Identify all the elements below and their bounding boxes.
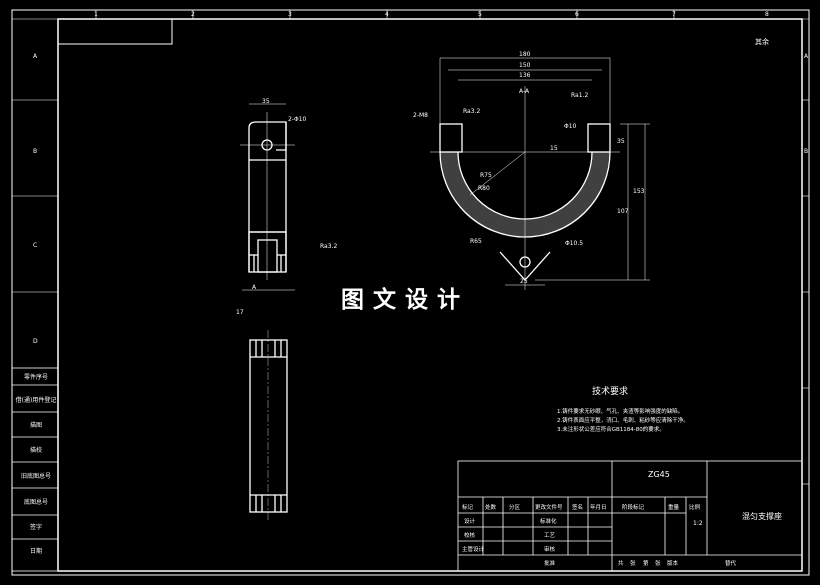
dim-label: 35: [617, 138, 625, 145]
tb-row-label: 校核: [464, 533, 476, 539]
title-block-grid: [457, 460, 803, 572]
grid-letter: B: [804, 148, 809, 155]
tb-header: 年月日: [590, 505, 607, 511]
grid-letter: A: [804, 53, 809, 60]
tb-footer: 替代: [725, 561, 737, 567]
tb-row-right: 工艺: [544, 533, 556, 539]
side-column-label: 底图总号: [23, 499, 48, 506]
dim-label: 150: [519, 62, 531, 69]
tb-header: 标记: [462, 505, 474, 511]
tb-header: 签名: [572, 505, 584, 511]
material-label: ZG45: [648, 470, 670, 479]
grid-number: 2: [191, 11, 195, 18]
dim-label: 107: [617, 208, 629, 215]
side-view-top: [248, 121, 287, 273]
tech-requirement-item: 1.铸件要求无砂眼、气孔、夹渣等影响强度的缺陷。: [557, 409, 684, 415]
tb-row-right: 标准化: [540, 519, 557, 525]
dim-label: 17: [236, 309, 244, 316]
tb-header: 更改文件号: [535, 505, 563, 511]
tb-row-label: 设计: [464, 519, 476, 525]
grid-number: 3: [288, 11, 292, 18]
drawing-name: 混匀支撑座: [742, 512, 782, 521]
roughness-note: 其余: [755, 38, 769, 46]
section-marker: A: [252, 284, 257, 291]
dim-label: R65: [470, 238, 482, 245]
tech-requirements-heading: 技术要求: [592, 387, 629, 397]
dim-label: 2-M8: [413, 112, 428, 119]
side-column-label: 签字: [29, 524, 42, 531]
dim-label: 153: [633, 188, 645, 195]
dim-label: 136: [519, 72, 531, 79]
side-column-label: 日期: [29, 548, 42, 555]
dim-label: 15: [550, 145, 558, 152]
dim-label: R80: [478, 185, 490, 192]
front-view: [430, 57, 650, 290]
tb-header: 分区: [509, 505, 521, 511]
roughness-label: Ra3.2: [320, 243, 338, 250]
grid-number: 1: [94, 11, 98, 18]
grid-number: 6: [575, 11, 579, 18]
dim-label: 35: [262, 98, 270, 105]
tb-footer: 共: [618, 561, 624, 567]
dim-label: Φ10: [564, 123, 577, 130]
dim-label: Φ10.5: [565, 240, 584, 247]
tb-footer: 张: [630, 561, 636, 567]
tech-requirement-item: 3.未注形状公差应符合GB1184-80的要求。: [557, 427, 665, 433]
tb-stage-header: 重量: [668, 505, 680, 511]
side-column-label: 描图: [29, 422, 42, 429]
roughness-label: Ra1.2: [571, 92, 589, 99]
tb-header: 处数: [485, 505, 497, 511]
dim-label: 180: [519, 51, 531, 58]
grid-number: 7: [672, 11, 676, 18]
dim-label: 2-Φ10: [288, 116, 307, 123]
side-column-label: 旧底图总号: [20, 473, 51, 480]
grid-number: 4: [385, 11, 389, 18]
scale-value: 1:2: [693, 520, 703, 527]
side-column-label: 描校: [29, 447, 42, 454]
watermark-title: 图文设计: [341, 287, 469, 313]
grid-number: 8: [765, 11, 769, 18]
side-view-bottom: [249, 339, 288, 513]
side-column-label: 借(通)用件登记: [15, 397, 57, 404]
tb-footer: 版本: [667, 561, 679, 567]
tb-row-right: 审核: [544, 547, 556, 553]
grid-number: 5: [478, 11, 482, 18]
tech-requirement-item: 2.铸件表面应平整，浇口、毛刺、粘砂等应清除干净。: [557, 418, 689, 424]
dim-label: 25: [520, 278, 528, 285]
grid-letter: B: [33, 148, 38, 155]
grid-letter: C: [33, 242, 38, 249]
tb-footer: 第: [643, 561, 649, 567]
tb-footer: 张: [655, 561, 661, 567]
side-column-label: 零件序号: [23, 374, 48, 381]
roughness-label: Ra3.2: [463, 108, 481, 115]
tb-row-label: 主管设计: [462, 547, 485, 553]
dim-label: R75: [480, 172, 492, 179]
section-label: A-A: [519, 88, 530, 95]
tb-stage-header: 阶段标记: [622, 505, 645, 511]
grid-letter: D: [33, 338, 38, 345]
tb-stage-header: 比例: [689, 505, 701, 511]
grid-letter: A: [33, 53, 38, 60]
tb-row-right: 批准: [544, 561, 556, 567]
